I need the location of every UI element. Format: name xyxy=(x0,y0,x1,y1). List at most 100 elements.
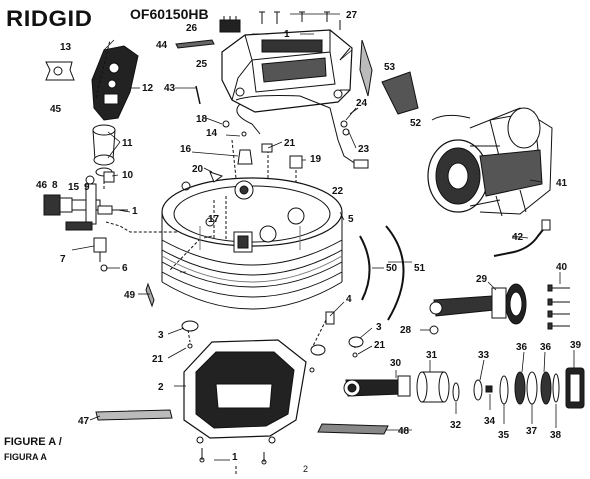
callout-1-bottom: 1 xyxy=(232,452,238,463)
callout-11: 11 xyxy=(122,138,133,149)
callout-42: 42 xyxy=(512,232,524,243)
callout-16: 16 xyxy=(180,144,192,155)
callout-1: 1 xyxy=(284,29,290,40)
manifold-part-12 xyxy=(91,45,139,121)
callout-13: 13 xyxy=(60,42,72,53)
callout-44: 44 xyxy=(156,40,168,51)
callout-31: 31 xyxy=(426,350,438,361)
strip-part-49 xyxy=(145,282,155,308)
callout-33: 33 xyxy=(478,350,490,361)
callout-43: 43 xyxy=(164,83,176,94)
callout-8: 8 xyxy=(52,180,58,191)
callout-6: 6 xyxy=(122,263,128,274)
callout-49: 49 xyxy=(124,290,136,301)
callout-30: 30 xyxy=(390,358,402,369)
wiring-harness-part-22 xyxy=(235,95,369,169)
callout-10: 10 xyxy=(122,170,134,181)
callout-12: 12 xyxy=(142,83,154,94)
callout-27: 27 xyxy=(346,10,358,21)
page-number: 2 xyxy=(303,464,309,474)
callout-3-left: 3 xyxy=(158,330,164,341)
panel-part-53 xyxy=(359,39,373,97)
washer-part-28 xyxy=(429,325,439,335)
cylinder-part-31 xyxy=(416,371,450,403)
regulator-assembly xyxy=(43,175,128,272)
tube-part-42 xyxy=(493,225,547,257)
callout-51: 51 xyxy=(414,263,426,274)
piston-part-29 xyxy=(429,283,527,325)
part-34 xyxy=(485,385,493,393)
callout-3-right: 3 xyxy=(376,322,382,333)
callout-21-top: 21 xyxy=(284,138,296,149)
callout-20: 20 xyxy=(192,164,204,175)
callout-23: 23 xyxy=(358,144,370,155)
callout-48: 48 xyxy=(398,426,410,437)
plate-hole xyxy=(53,66,63,76)
seal-part-33 xyxy=(473,379,483,401)
top-shroud-part-25 xyxy=(221,29,353,113)
figure-label-spanish: FIGURA A xyxy=(4,452,47,462)
callout-19: 19 xyxy=(310,154,322,165)
plate-part-45 xyxy=(45,61,75,81)
callout-21-right: 21 xyxy=(374,340,386,351)
tank-part-5 xyxy=(161,177,343,310)
callout-37: 37 xyxy=(526,426,538,437)
callout-22: 22 xyxy=(332,186,344,197)
arc-part-50 xyxy=(359,235,371,301)
callout-9: 9 xyxy=(84,182,90,193)
callout-4: 4 xyxy=(346,294,352,305)
callout-26: 26 xyxy=(186,23,198,34)
callout-5: 5 xyxy=(348,214,354,225)
model-number: OF60150HB xyxy=(130,6,209,22)
switch-part-26 xyxy=(219,16,241,33)
callout-25: 25 xyxy=(196,59,208,70)
callout-53: 53 xyxy=(384,62,396,73)
callout-15: 15 xyxy=(68,182,80,193)
callout-45: 45 xyxy=(50,104,62,115)
seal-part-32 xyxy=(452,382,460,402)
brand-logo: RIDGID xyxy=(6,6,93,31)
callout-2: 2 xyxy=(158,382,164,393)
callout-35: 35 xyxy=(498,430,510,441)
base-part-2 xyxy=(183,339,307,444)
strip-part-44 xyxy=(175,39,215,49)
callout-labels: 1 1 1 2 3 3 4 5 6 7 8 9 10 11 12 13 14 1… xyxy=(36,10,582,463)
figure-label: FIGURE A / xyxy=(4,436,62,448)
callout-39: 39 xyxy=(570,340,582,351)
callout-29: 29 xyxy=(476,274,488,285)
callout-leaders xyxy=(71,13,575,461)
callout-47: 47 xyxy=(78,416,90,427)
callout-1-left: 1 xyxy=(132,206,138,217)
callout-46: 46 xyxy=(36,180,48,191)
callout-32: 32 xyxy=(450,420,462,431)
callout-21-left: 21 xyxy=(152,354,164,365)
callout-52: 52 xyxy=(410,118,422,129)
feet-part-3 xyxy=(181,320,364,373)
strip-part-48 xyxy=(317,423,389,435)
screws-part-1-bottom xyxy=(199,448,267,465)
callout-24: 24 xyxy=(356,98,368,109)
tube-part-11 xyxy=(92,124,116,177)
motor-part-41 xyxy=(427,107,553,217)
callout-18: 18 xyxy=(196,114,208,125)
callout-41: 41 xyxy=(556,178,568,189)
tube-fitting xyxy=(541,219,551,231)
fitting-part-10 xyxy=(103,171,115,183)
rod-part-30 xyxy=(343,375,411,397)
callout-36-a: 36 xyxy=(516,342,528,353)
cylinder-head-part-39 xyxy=(565,367,585,409)
callout-34: 34 xyxy=(484,416,496,427)
callout-36-b: 36 xyxy=(540,342,552,353)
callout-38: 38 xyxy=(550,430,562,441)
callout-40: 40 xyxy=(556,262,568,273)
bolts-part-40 xyxy=(547,284,570,330)
small-components xyxy=(181,85,303,191)
callout-14: 14 xyxy=(206,128,218,139)
callout-7: 7 xyxy=(60,254,66,265)
callout-28: 28 xyxy=(400,325,412,336)
arc-part-51 xyxy=(385,225,405,321)
panel-part-52 xyxy=(381,71,419,115)
screws-part-27 xyxy=(259,11,341,30)
valve-plate-stack xyxy=(499,371,560,405)
